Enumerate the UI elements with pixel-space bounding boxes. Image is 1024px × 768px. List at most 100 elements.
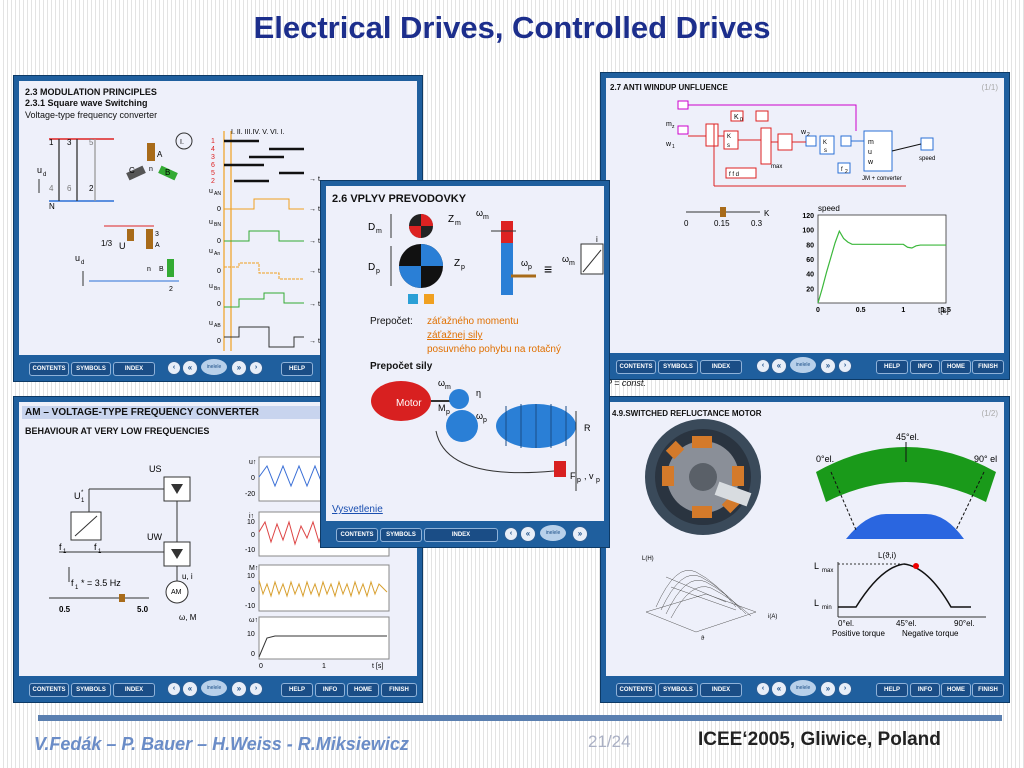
contents-button[interactable]: CONTENTS [616, 360, 656, 374]
speed-xtick-1: 0.5 [856, 307, 866, 314]
next-icon[interactable]: › [838, 682, 852, 696]
back-icon[interactable]: « [520, 526, 536, 542]
freq-sub: 1 [75, 585, 79, 591]
back-icon[interactable]: « [182, 360, 198, 376]
motor-label: Motor [396, 398, 422, 409]
speed-ytick-1: 40 [806, 272, 814, 279]
finish-button[interactable]: FINISH [972, 683, 1004, 697]
bottom-angle-0: 0°el. [838, 619, 854, 628]
prepocet-moment[interactable]: záťažného momentu [427, 316, 519, 327]
svg-text:N: N [49, 202, 55, 211]
index-button[interactable]: INDEX [113, 362, 155, 376]
forward-icon[interactable]: » [572, 526, 588, 542]
contents-button[interactable]: CONTENTS [336, 528, 378, 542]
prev-icon[interactable]: ‹ [756, 682, 770, 696]
help-button[interactable]: HELP [876, 360, 908, 374]
info-button[interactable]: INFO [910, 360, 940, 374]
info-button[interactable]: INFO [315, 683, 345, 697]
finish-button[interactable]: FINISH [972, 360, 1004, 374]
prev-icon[interactable]: ‹ [504, 527, 518, 541]
svg-text:B: B [159, 266, 164, 273]
forward-icon[interactable]: » [231, 360, 247, 376]
plot3d-x-label: ϑ [701, 636, 705, 642]
svg-text:speed: speed [919, 156, 935, 162]
angle-0: 0°el. [816, 454, 834, 464]
symbols-button[interactable]: SYMBOLS [71, 362, 111, 376]
symbols-button[interactable]: SYMBOLS [380, 528, 422, 542]
svg-text:Z: Z [454, 258, 460, 269]
symbols-button[interactable]: SYMBOLS [658, 683, 698, 697]
freq-slider-handle[interactable] [119, 594, 125, 602]
vysvetlenie-link[interactable]: Vysvetlenie [332, 504, 383, 515]
svg-text:p: p [596, 477, 600, 484]
antiwindup-page: (1/1) [981, 83, 998, 92]
reluctance-page: (1/2) [981, 409, 998, 418]
prepocet-sily-link[interactable]: záťažnej sily [427, 330, 483, 341]
svg-text:AB: AB [214, 323, 221, 329]
svg-text:1: 1 [98, 549, 102, 555]
svg-text:u: u [209, 283, 213, 290]
help-button[interactable]: HELP [281, 683, 313, 697]
jm-converter-label: JM + converter [862, 176, 902, 182]
freq-symbol: f [71, 578, 74, 588]
trace-w-tick-1: 0 [251, 651, 255, 658]
prepocet-pohyb[interactable]: posuvného pohybu na rotačný [427, 344, 561, 355]
symbols-button[interactable]: SYMBOLS [658, 360, 698, 374]
svg-text:K: K [734, 114, 739, 121]
svg-text:ω: ω [562, 254, 569, 264]
contents-button[interactable]: CONTENTS [616, 683, 656, 697]
forward-icon[interactable]: » [231, 681, 247, 697]
forward-icon[interactable]: » [820, 358, 836, 374]
speed-chart-xlabel: t[s] [938, 306, 949, 315]
back-icon[interactable]: « [182, 681, 198, 697]
trace-m-tick-0: 10 [247, 573, 255, 580]
inelele-logo: inelele [540, 525, 566, 541]
contents-button[interactable]: CONTENTS [29, 683, 69, 697]
next-icon[interactable]: › [249, 361, 263, 375]
k0-slider-handle[interactable] [720, 207, 726, 217]
k0-label: K [764, 209, 770, 218]
help-button[interactable]: HELP [876, 683, 908, 697]
footer-page-number: 21/24 [588, 732, 631, 751]
positive-torque: Positive torque [832, 629, 885, 638]
home-button[interactable]: HOME [941, 683, 971, 697]
contents-button[interactable]: CONTENTS [29, 362, 69, 376]
svg-text:i: i [596, 235, 598, 244]
home-button[interactable]: HOME [941, 360, 971, 374]
svg-text:6: 6 [211, 162, 215, 169]
index-button[interactable]: INDEX [113, 683, 155, 697]
info-button[interactable]: INFO [910, 683, 940, 697]
svg-text:2: 2 [845, 169, 848, 175]
symbols-button[interactable]: SYMBOLS [71, 683, 111, 697]
toolbar-am-converter: CONTENTS SYMBOLS INDEX ‹ « inelele » › H… [19, 680, 417, 698]
divider-13: 1/3 [101, 239, 113, 248]
svg-text:m: m [868, 139, 874, 146]
curve-label: L(ϑ,i) [878, 551, 896, 560]
svg-text:max: max [771, 164, 782, 170]
prev-icon[interactable]: ‹ [756, 359, 770, 373]
svg-text:u: u [868, 149, 872, 156]
back-icon[interactable]: « [771, 358, 787, 374]
svg-text:An: An [214, 251, 220, 257]
next-icon[interactable]: › [838, 359, 852, 373]
finish-button[interactable]: FINISH [381, 683, 417, 697]
svg-text:M: M [438, 403, 446, 413]
speed-ytick-4: 100 [802, 228, 814, 235]
forward-icon[interactable]: » [820, 681, 836, 697]
prev-icon[interactable]: ‹ [167, 361, 181, 375]
index-button[interactable]: INDEX [700, 360, 742, 374]
home-button[interactable]: HOME [347, 683, 379, 697]
next-icon[interactable]: › [249, 682, 263, 696]
prev-icon[interactable]: ‹ [167, 682, 181, 696]
index-button[interactable]: INDEX [424, 528, 498, 542]
back-icon[interactable]: « [771, 681, 787, 697]
svg-text:p: p [461, 264, 465, 271]
am-title: AM – VOLTAGE-TYPE FREQUENCY CONVERTER [25, 407, 259, 418]
index-button[interactable]: INDEX [700, 683, 742, 697]
help-button[interactable]: HELP [281, 362, 313, 376]
svg-text:s: s [727, 143, 730, 149]
operating-point[interactable] [913, 563, 919, 569]
